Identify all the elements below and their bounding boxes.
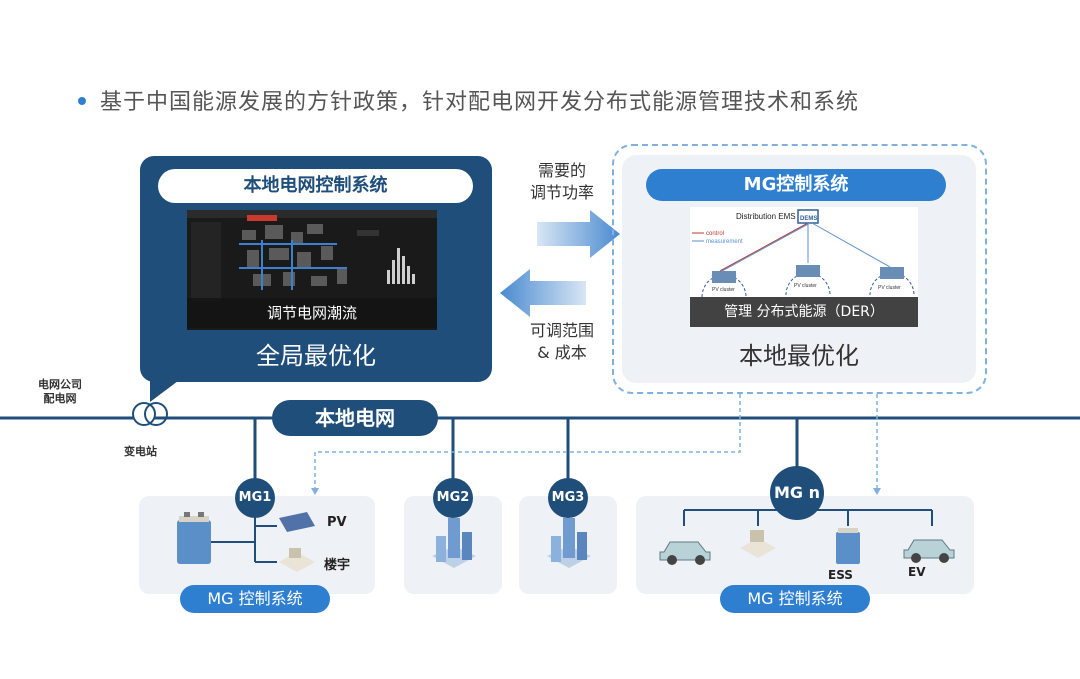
bullet-icon xyxy=(78,97,86,105)
mg3-buildings xyxy=(547,518,591,568)
solar-panel-icon xyxy=(279,512,315,532)
pv-cluster-label-2: PV cluster xyxy=(794,283,817,289)
pv-cluster-label-3: PV cluster xyxy=(878,285,901,291)
dems-label: DEMS xyxy=(800,216,817,222)
mg-control-title: MG控制系统 xyxy=(646,169,946,201)
mg1-node: MG1 xyxy=(235,478,275,518)
mgn-control-label: MG 控制系统 xyxy=(720,585,870,613)
local-grid-control-title: 本地电网控制系统 xyxy=(158,169,473,203)
arrow-right-icon xyxy=(537,210,620,258)
page-heading: 基于中国能源发展的方针政策，针对配电网开发分布式能源管理技术和系统 xyxy=(100,90,860,115)
mg2-node: MG2 xyxy=(433,478,473,518)
building-icon xyxy=(740,538,776,558)
local-grid-label: 本地电网 xyxy=(272,400,438,436)
mg1-control-label: MG 控制系统 xyxy=(180,585,330,613)
required-power-label: 需要的 调节功率 xyxy=(529,161,594,202)
grid-flow-caption: 调节电网潮流 xyxy=(187,298,437,328)
ess-label: ESS xyxy=(828,568,853,582)
pv-cluster-label-1: PV cluster xyxy=(712,287,735,293)
range-cost-label: 可调范围 & 成本 xyxy=(529,321,594,362)
battery-icon xyxy=(177,520,211,564)
ess-battery-icon xyxy=(836,532,860,564)
mg1-devices xyxy=(177,512,315,572)
local-optimization-label: 本地最优化 xyxy=(739,342,859,370)
measurement-label: measurement xyxy=(706,239,743,245)
ems-label: Distribution EMS xyxy=(736,212,796,221)
pv-label: PV xyxy=(327,515,347,530)
arrow-left-icon xyxy=(500,269,586,317)
mgn-devices xyxy=(659,509,955,565)
utility-company-label: 电网公司 配电网 xyxy=(38,378,82,405)
control-label: control xyxy=(706,231,724,237)
mg3-node: MG3 xyxy=(548,478,588,518)
der-caption: 管理 分布式能源（DER） xyxy=(690,297,918,327)
mg2-buildings xyxy=(432,518,476,568)
global-optimization-label: 全局最优化 xyxy=(256,342,376,370)
mg-control-dashed-frame xyxy=(612,144,987,394)
building-label: 楼宇 xyxy=(324,558,351,573)
ev-label: EV xyxy=(908,565,926,579)
mgn-node: MG n xyxy=(770,466,824,520)
substation-label: 变电站 xyxy=(124,445,157,458)
building-icon xyxy=(279,552,315,572)
